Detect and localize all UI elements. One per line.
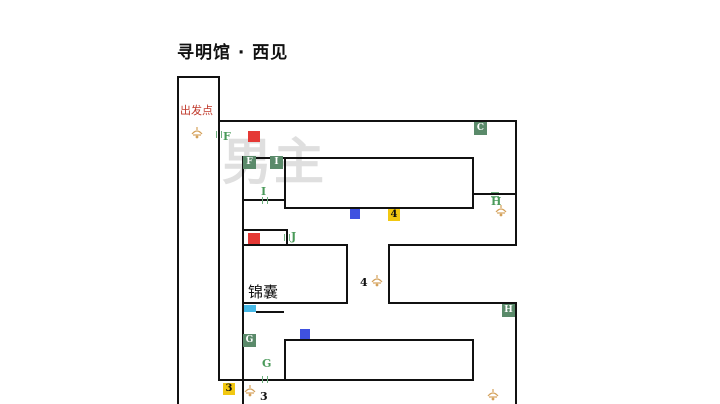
wall-j-top [242, 229, 288, 231]
room-label-jinnang: 锦囊 [248, 283, 279, 301]
wall-left-inner [218, 76, 220, 381]
wall-top [218, 120, 517, 122]
cyan-marker[interactable] [244, 305, 256, 312]
counter-label-3: 3 [260, 390, 268, 403]
door-f [216, 131, 222, 138]
wall-right-notch-side [388, 244, 390, 304]
wall-left-bottom [218, 379, 243, 381]
wall-g-connector [242, 379, 286, 381]
wall-right-notch-bottom [388, 302, 517, 304]
wall-left-outer [177, 76, 179, 404]
room-jinnang [242, 244, 348, 304]
wall-right-upper [515, 120, 517, 246]
wall-left-top [177, 76, 220, 78]
room-lower-block [284, 339, 474, 381]
gate-label-h: H [491, 195, 502, 208]
room-upper-block [284, 157, 474, 209]
start-point-label: 出发点 [180, 104, 213, 117]
wall-right-lower [515, 302, 517, 404]
counter-label-4: 4 [360, 276, 368, 289]
gate-tile-c[interactable]: C [474, 122, 487, 135]
gate-tile-f[interactable]: F [243, 156, 256, 169]
door-j [284, 234, 290, 241]
map-title: 寻明馆 · 西见 [177, 43, 289, 63]
gate-tile-i[interactable]: I [270, 156, 283, 169]
door-h [491, 192, 499, 197]
lamp-icon[interactable] [486, 388, 500, 402]
door-i [262, 197, 268, 204]
wall-cyan-line [256, 311, 284, 313]
door-g [262, 376, 268, 383]
gate-label-g: G [262, 357, 272, 370]
gate-tile-g[interactable]: G [243, 334, 256, 347]
wall-i-connector [242, 199, 286, 201]
red-marker[interactable] [248, 233, 260, 244]
gate-label-f: F [223, 130, 231, 143]
red-marker[interactable] [248, 131, 260, 142]
lamp-icon[interactable] [243, 384, 257, 398]
gate-tile-h[interactable]: H [502, 304, 515, 317]
wall-h-connector [472, 193, 517, 195]
wall-upper-connector [242, 157, 286, 159]
wall-right-notch-top [388, 244, 517, 246]
lamp-icon[interactable] [370, 274, 384, 288]
gate-label-i: I [261, 185, 267, 198]
blue-marker[interactable] [350, 209, 360, 219]
blue-marker[interactable] [300, 329, 310, 339]
wall-j-right [286, 229, 288, 246]
lamp-icon[interactable] [190, 126, 204, 140]
gate-label-j: J [291, 230, 297, 243]
lamp-icon[interactable] [494, 204, 508, 218]
counter-badge-4: 4 [388, 209, 400, 221]
counter-badge-3: 3 [223, 383, 235, 395]
